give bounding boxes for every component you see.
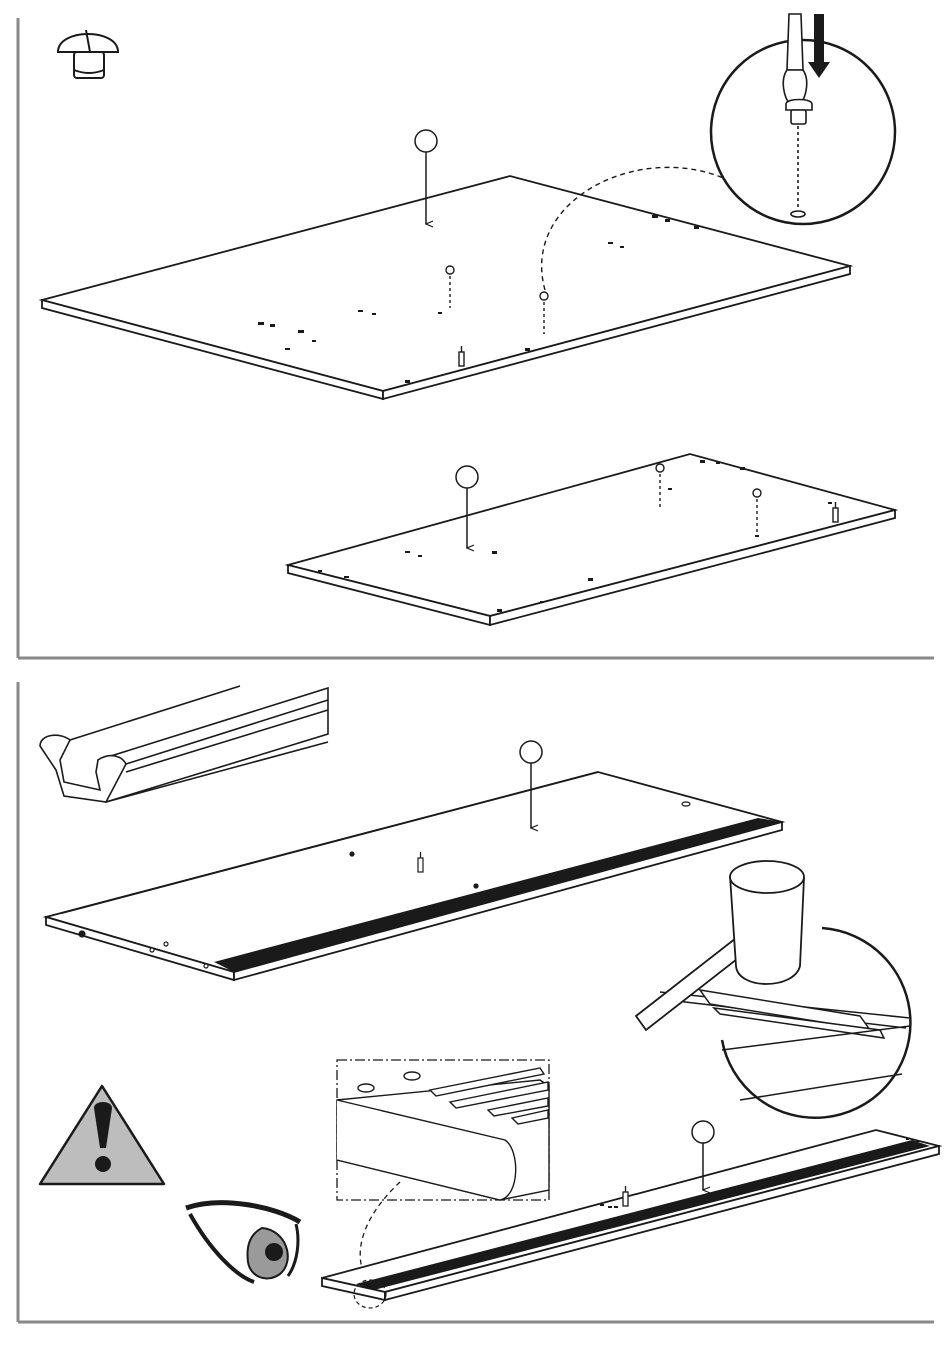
warning-icon [40,1086,164,1184]
cam-lock-icon [58,30,118,78]
screwdriver-zoom [711,14,895,224]
long-rail-cam [623,1186,628,1206]
rail-board [46,772,782,980]
eye-icon [186,1203,300,1282]
large-panel-board [42,176,850,399]
small-panel-board [288,454,895,625]
rail-profile-icon [40,686,328,802]
mallet-zoom [636,861,910,1118]
